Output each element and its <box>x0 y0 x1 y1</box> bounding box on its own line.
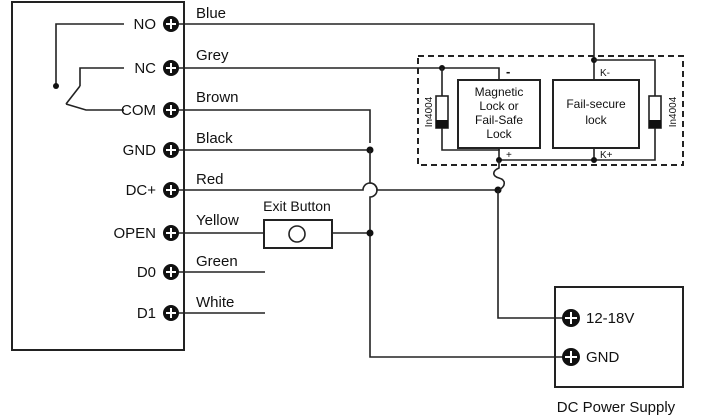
psu-label-gnd: GND <box>586 349 620 366</box>
wire-red <box>179 182 498 191</box>
maglock-minus: - <box>506 64 510 79</box>
relay-no-lead <box>55 23 124 86</box>
wire-grey <box>179 67 500 80</box>
terminal-label-com: COM <box>121 102 156 119</box>
failsecure-box <box>552 79 640 149</box>
terminal-screw-com <box>163 102 179 118</box>
terminal-label-d1: D1 <box>137 305 156 322</box>
terminal-screw-nc <box>163 60 179 76</box>
maglock-plus: + <box>506 150 512 161</box>
relay-contact-dot <box>53 83 59 89</box>
terminal-screw-no <box>163 16 179 32</box>
terminal-screw-gnd <box>163 142 179 158</box>
psu-label-vplus: 12-18V <box>586 310 634 327</box>
failsecure-label-1: Fail-secure <box>566 97 626 111</box>
diode-left <box>435 95 449 129</box>
wire-label-blue: Blue <box>196 5 226 22</box>
relay-com-lead <box>65 103 124 111</box>
terminal-label-dcplus: DC+ <box>126 182 157 199</box>
relay-switch-arm <box>65 85 81 105</box>
terminal-screw-d0 <box>163 264 179 280</box>
controller-body <box>11 1 185 351</box>
diode-right <box>648 95 662 129</box>
psu-title: DC Power Supply <box>557 399 676 416</box>
wire-blue <box>179 23 595 80</box>
exit-button-knob <box>288 225 306 243</box>
diode-right-label: In4004 <box>668 96 679 127</box>
terminal-screw-d1 <box>163 305 179 321</box>
wire-label-yellow: Yellow <box>196 212 239 229</box>
terminal-label-no: NO <box>134 16 157 33</box>
psu-terminal-screw-vplus <box>562 309 580 327</box>
terminal-screw-open <box>163 225 179 241</box>
psu-terminal-screw-gnd <box>562 348 580 366</box>
diode-left-label: In4004 <box>424 96 435 127</box>
wire-gnd-bus <box>369 150 568 358</box>
maglock-label-2: Lock or <box>479 99 518 113</box>
maglock-label-4: Lock <box>486 127 512 141</box>
coil-lead <box>492 160 506 191</box>
relay-nc-lead <box>79 67 124 86</box>
wire-label-grey: Grey <box>196 47 229 64</box>
wire-brown <box>179 109 371 143</box>
failsecure-plus: K+ <box>600 150 613 161</box>
maglock-label-3: Fail-Safe <box>475 113 523 127</box>
wire-label-white: White <box>196 294 234 311</box>
wire-label-black: Black <box>196 130 233 147</box>
terminal-screw-dcplus <box>163 182 179 198</box>
terminal-label-gnd: GND <box>123 142 157 159</box>
wire-dcplus-to-psu <box>497 190 568 319</box>
wire-label-brown: Brown <box>196 89 239 106</box>
exit-button <box>263 219 333 249</box>
wire-label-red: Red <box>196 171 224 188</box>
failsecure-minus: K- <box>600 68 610 79</box>
terminal-label-open: OPEN <box>113 225 156 242</box>
lock-enclosure <box>417 55 684 166</box>
psu-box <box>554 286 684 388</box>
terminal-label-nc: NC <box>134 60 156 77</box>
diode-right-loop <box>593 59 656 161</box>
junction-lock-plus-right <box>591 157 597 163</box>
exit-button-label: Exit Button <box>263 198 331 214</box>
maglock-label-1: Magnetic <box>475 85 524 99</box>
failsecure-label-2: lock <box>585 113 607 127</box>
terminal-label-d0: D0 <box>137 264 156 281</box>
wire-label-green: Green <box>196 253 238 270</box>
junction-exit <box>366 229 374 237</box>
